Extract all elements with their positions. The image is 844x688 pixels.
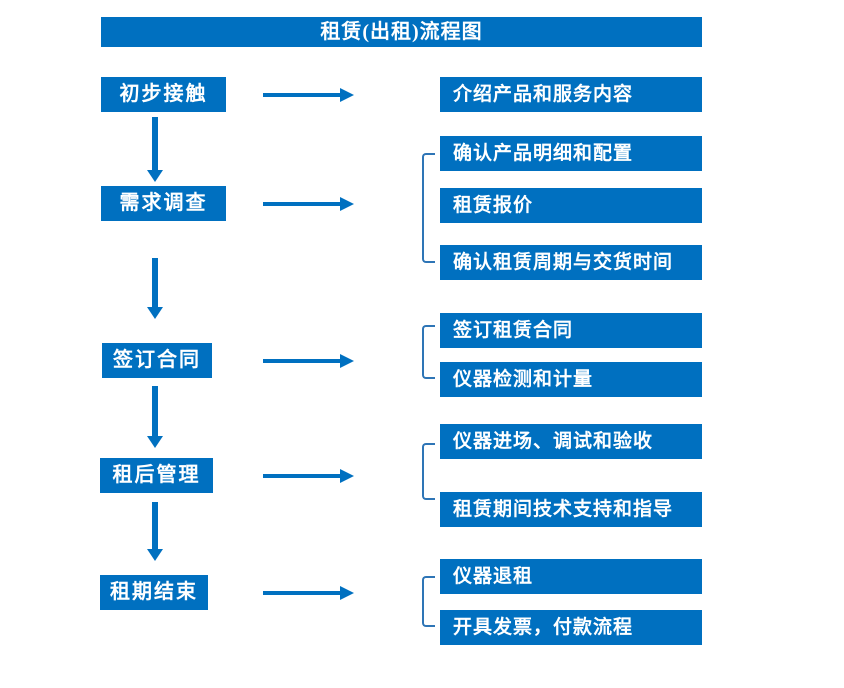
detail-box: 仪器进场、调试和验收 bbox=[440, 424, 702, 459]
arrow-down-icon bbox=[147, 117, 163, 182]
detail-label: 签订租赁合同 bbox=[453, 320, 574, 341]
detail-label: 租赁报价 bbox=[453, 195, 534, 216]
detail-box: 仪器退租 bbox=[440, 559, 702, 594]
step-box-rental-end: 租期结束 bbox=[100, 575, 208, 610]
step-box-sign-contract: 签订合同 bbox=[102, 343, 212, 378]
step-label: 租期结束 bbox=[110, 581, 198, 603]
step-box-post-rental-management: 租后管理 bbox=[100, 458, 213, 493]
detail-box: 签订租赁合同 bbox=[440, 313, 702, 348]
title-bar: 租赁(出租)流程图 bbox=[101, 17, 702, 47]
detail-box: 租赁期间技术支持和指导 bbox=[440, 492, 702, 527]
step-label: 需求调查 bbox=[119, 192, 208, 214]
group-bracket bbox=[422, 443, 435, 500]
arrow-down-icon bbox=[147, 502, 163, 561]
detail-label: 仪器退租 bbox=[453, 566, 534, 587]
step-box-demand-survey: 需求调查 bbox=[101, 186, 226, 221]
step-label: 签订合同 bbox=[113, 349, 201, 371]
page-title: 租赁(出租)流程图 bbox=[320, 21, 483, 43]
detail-box: 确认租赁周期与交货时间 bbox=[440, 245, 702, 280]
arrow-right-icon bbox=[263, 354, 354, 368]
detail-label: 仪器进场、调试和验收 bbox=[453, 431, 654, 452]
arrow-down-icon bbox=[147, 258, 163, 319]
detail-label: 仪器检测和计量 bbox=[453, 369, 594, 390]
detail-label: 确认产品明细和配置 bbox=[453, 143, 634, 164]
detail-label: 介绍产品和服务内容 bbox=[453, 84, 634, 105]
arrow-down-icon bbox=[147, 386, 163, 448]
arrow-right-icon bbox=[263, 469, 354, 483]
step-label: 租后管理 bbox=[112, 464, 201, 486]
arrow-right-icon bbox=[263, 586, 354, 600]
detail-box: 介绍产品和服务内容 bbox=[440, 77, 702, 112]
detail-box: 开具发票，付款流程 bbox=[440, 610, 702, 645]
step-box-initial-contact: 初步接触 bbox=[101, 77, 226, 112]
arrow-right-icon bbox=[263, 197, 354, 211]
detail-label: 确认租赁周期与交货时间 bbox=[453, 252, 674, 273]
group-bracket bbox=[422, 325, 435, 379]
group-bracket bbox=[422, 576, 435, 627]
detail-label: 租赁期间技术支持和指导 bbox=[453, 499, 674, 520]
detail-box: 租赁报价 bbox=[440, 188, 702, 223]
arrow-right-icon bbox=[263, 88, 354, 102]
detail-label: 开具发票，付款流程 bbox=[453, 617, 634, 638]
group-bracket bbox=[422, 153, 435, 263]
detail-box: 仪器检测和计量 bbox=[440, 362, 702, 397]
detail-box: 确认产品明细和配置 bbox=[440, 136, 702, 171]
step-label: 初步接触 bbox=[119, 83, 208, 105]
